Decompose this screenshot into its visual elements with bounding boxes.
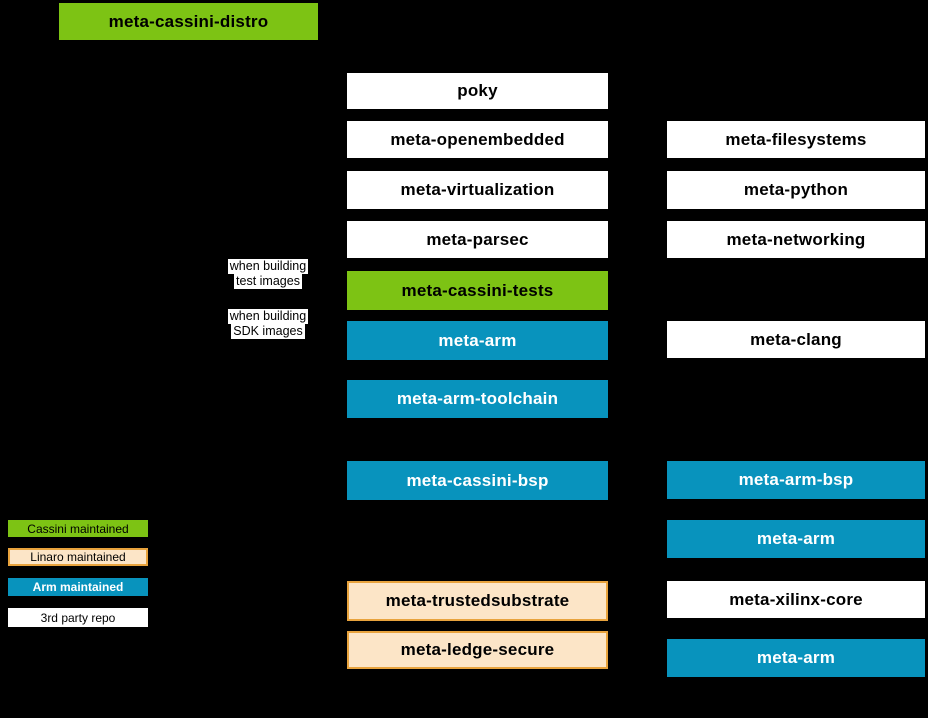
layer-box-meta-arm-bsp: meta-arm-bsp [667,461,925,499]
layer-box-meta-arm-2: meta-arm [667,520,925,558]
layer-box-meta-cassini-tests: meta-cassini-tests [347,271,608,310]
layer-box-meta-xilinx-core: meta-xilinx-core [667,581,925,618]
layer-box-meta-python: meta-python [667,171,925,209]
layer-box-meta-virtualization: meta-virtualization [347,171,608,209]
annotation-when-building-sdk-images: when building SDK images [226,309,310,339]
legend-item-linaro-maintained: Linaro maintained [8,548,148,566]
legend-item-3rd-party-repo: 3rd party repo [8,608,148,627]
layer-box-meta-cassini-distro: meta-cassini-distro [59,3,318,40]
layer-box-meta-filesystems: meta-filesystems [667,121,925,158]
annotation-line: SDK images [231,324,305,339]
layer-box-meta-parsec: meta-parsec [347,221,608,258]
layer-box-poky: poky [347,73,608,109]
layer-box-meta-openembedded: meta-openembedded [347,121,608,158]
layer-box-meta-networking: meta-networking [667,221,925,258]
layer-box-meta-arm-toolchain: meta-arm-toolchain [347,380,608,418]
legend-item-cassini-maintained: Cassini maintained [8,520,148,537]
annotation-when-building-test-images: when building test images [226,259,310,289]
legend-item-arm-maintained: Arm maintained [8,578,148,596]
layer-box-meta-clang: meta-clang [667,321,925,358]
annotation-line: when building [227,259,309,274]
layer-box-meta-cassini-bsp: meta-cassini-bsp [347,461,608,500]
layer-box-meta-arm: meta-arm [347,321,608,360]
layer-box-meta-trustedsubstrate: meta-trustedsubstrate [347,581,608,621]
annotation-line: when building [227,309,309,324]
annotation-line: test images [234,274,302,289]
layer-box-meta-arm-3: meta-arm [667,639,925,677]
layer-box-meta-ledge-secure: meta-ledge-secure [347,631,608,669]
